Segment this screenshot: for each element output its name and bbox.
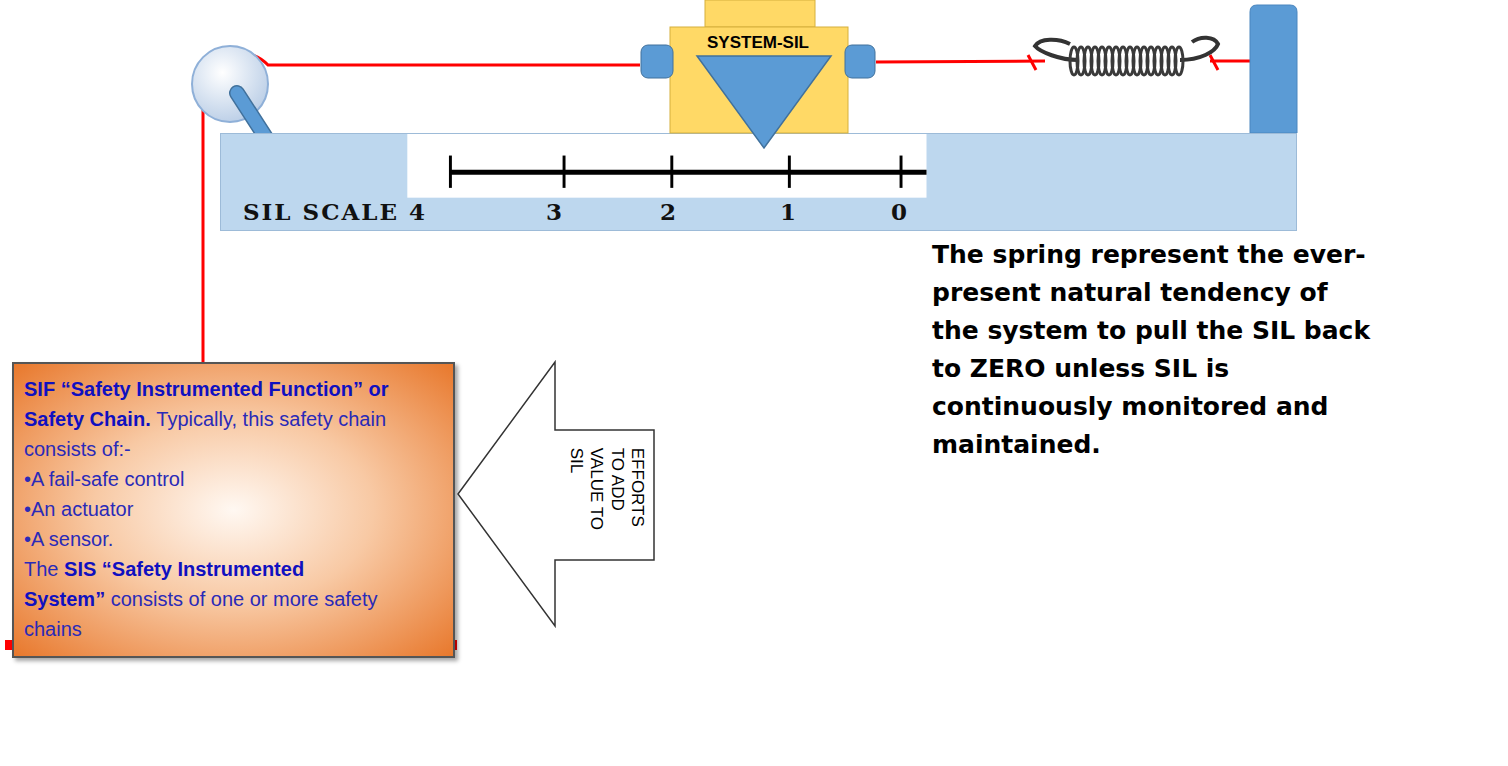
arrow-shape bbox=[456, 360, 658, 630]
node-text: 2 bbox=[660, 198, 676, 225]
wire bbox=[876, 61, 1045, 62]
node-text: •An actuator bbox=[24, 494, 443, 524]
node-text: SIL SCALE 4 bbox=[243, 198, 427, 225]
node-text: 0 bbox=[891, 198, 907, 225]
spring-coils bbox=[1070, 47, 1183, 75]
anchor-post bbox=[1250, 5, 1297, 133]
node-text: EFFORTS TO ADD VALUE TO SIL bbox=[565, 448, 647, 540]
node-text: 3 bbox=[546, 198, 562, 225]
node-text: •A sensor. bbox=[24, 524, 443, 554]
wire bbox=[1210, 60, 1250, 63]
node-text: The bbox=[24, 558, 58, 580]
spring-hook bbox=[1180, 38, 1218, 60]
note-text: The spring represent the ever-present na… bbox=[932, 236, 1372, 464]
wire-knot bbox=[1028, 55, 1036, 70]
node-text: 1 bbox=[780, 198, 796, 225]
slider-box: SYSTEM-SIL bbox=[640, 0, 876, 150]
wire-knot bbox=[1210, 55, 1218, 70]
spring-coil bbox=[1175, 47, 1183, 75]
scale-band: SIL SCALE 4 3 2 1 0 bbox=[220, 133, 1297, 231]
node-text: SYSTEM-SIL bbox=[640, 33, 876, 53]
effort-arrow: EFFORTS TO ADD VALUE TO SIL bbox=[456, 360, 658, 630]
sif-box: SIF “Safety Instrumented Function” or Sa… bbox=[12, 362, 455, 658]
node-text: •A fail-safe control bbox=[24, 464, 443, 494]
sif-paragraph: TheSIS “Safety Instrumented System”consi… bbox=[24, 554, 443, 644]
slider-shape bbox=[640, 0, 876, 150]
sif-paragraph: SIF “Safety Instrumented Function” or Sa… bbox=[24, 374, 443, 464]
